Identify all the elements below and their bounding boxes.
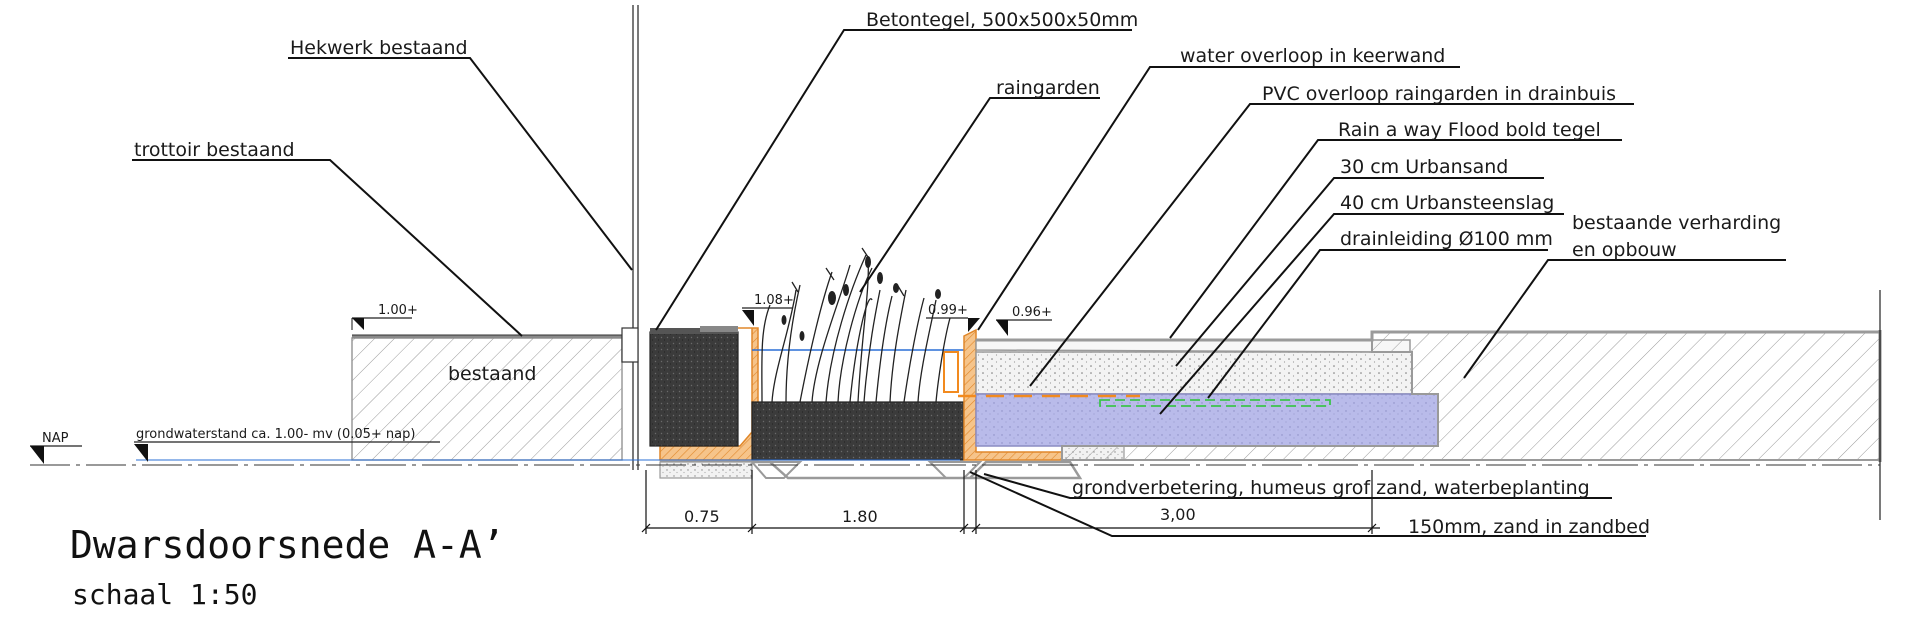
dimension-075: 0.75 (684, 507, 720, 526)
label-nap: NAP (42, 431, 69, 446)
dimension-300: 3,00 (1160, 505, 1196, 524)
label-urbansteenslag: 40 cm Urbansteenslag (1340, 192, 1554, 214)
label-raingarden: raingarden (996, 77, 1100, 99)
level-label-099: 0.99+ (928, 303, 968, 318)
label-water-overloop: water overloop in keerwand (1180, 45, 1445, 67)
existing-sidewalk-block (351, 337, 623, 461)
label-grondverbetering: grondverbetering, humeus grof zand, wate… (1072, 477, 1590, 499)
label-hekwerk: Hekwerk bestaand (290, 37, 468, 59)
left-sand-bed (659, 461, 753, 479)
drain-pipe (1099, 399, 1331, 407)
level-label-096: 0.96+ (1012, 305, 1052, 320)
leader-lines (132, 29, 1786, 537)
water-overflow-pipe (943, 351, 959, 393)
plant-heads (781, 256, 941, 341)
raingarden-plants (761, 247, 951, 403)
level-marker-096 (996, 319, 1052, 336)
level-label-108: 1.08+ (754, 293, 794, 308)
raingarden-soil (751, 401, 965, 461)
label-pvc-overloop: PVC overloop raingarden in drainbuis (1262, 83, 1616, 105)
raingarden-bed-trapezoid (749, 461, 803, 479)
dimension-180: 1.80 (842, 507, 878, 526)
level-marker-nap (30, 445, 82, 464)
level-marker-groundwater (134, 441, 440, 462)
dimension-lines (641, 470, 1380, 534)
level-marker-099 (926, 317, 980, 332)
label-urbansand: 30 cm Urbansand (1340, 156, 1508, 178)
label-grondwater: grondwaterstand ca. 1.00- mv (0.05+ nap) (136, 427, 415, 442)
drawing-scale: schaal 1:50 (72, 578, 257, 611)
left-dark-block (649, 331, 739, 447)
level-label-100: 1.00+ (378, 303, 418, 318)
label-bestaand: bestaand (448, 363, 537, 385)
level-marker-100 (351, 317, 412, 330)
raingarden-subbase (660, 460, 1083, 480)
drawing-title: Dwarsdoorsnede A-A’ (70, 523, 505, 567)
fence-foot (621, 327, 639, 363)
label-en-opbouw: en opbouw (1572, 239, 1677, 261)
label-bestaande-verharding: bestaande verharding (1572, 212, 1781, 234)
label-zandbed: 150mm, zand in zandbed (1408, 516, 1650, 538)
label-trottoir: trottoir bestaand (134, 139, 295, 161)
label-betontegel: Betontegel, 500x500x50mm (866, 9, 1138, 31)
level-marker-108 (742, 307, 792, 326)
label-drainleiding: drainleiding Ø100 mm (1340, 228, 1553, 250)
label-rain-a-way: Rain a way Flood bold tegel (1338, 119, 1601, 141)
urbansteenslag-layer (975, 393, 1439, 447)
